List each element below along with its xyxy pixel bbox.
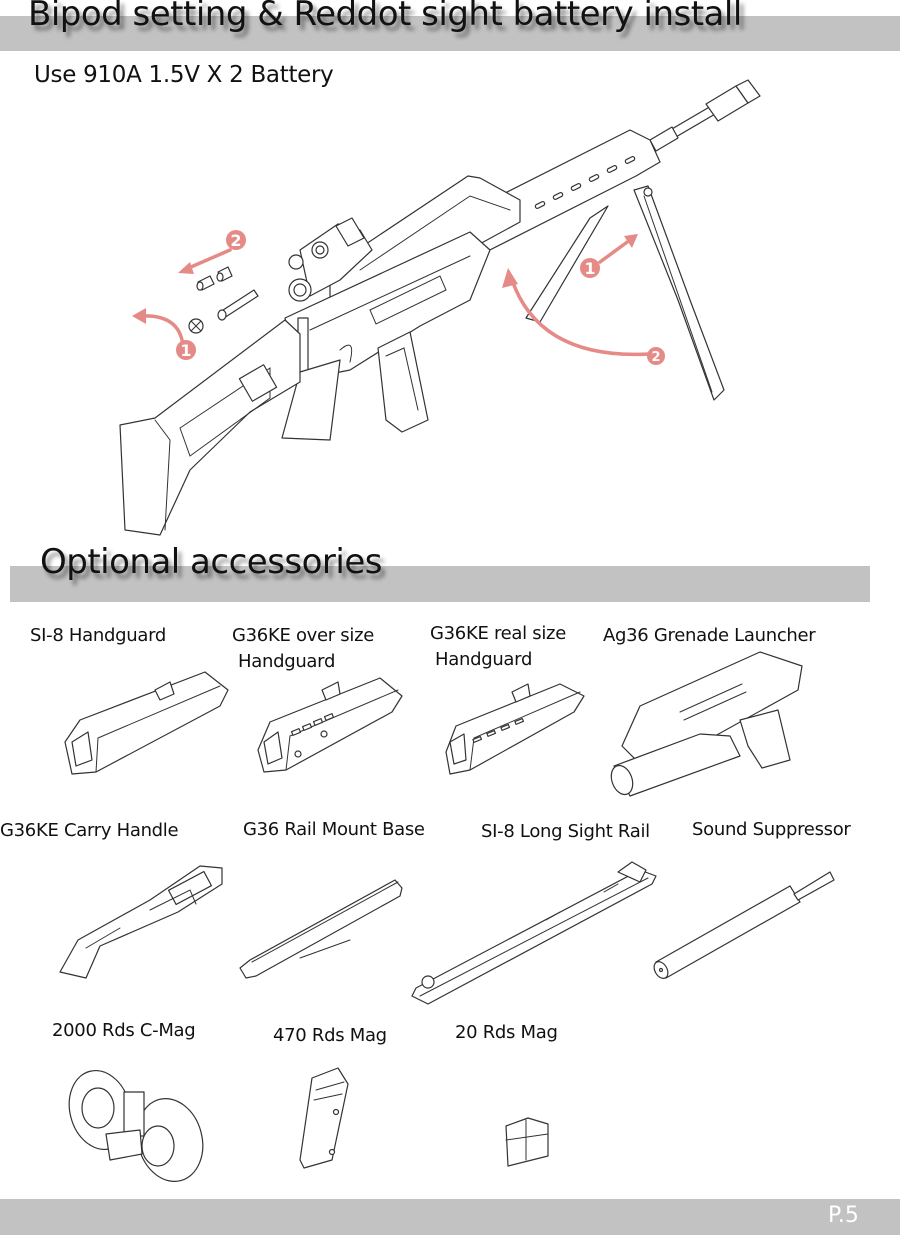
bipod-step-2-number: 2 xyxy=(651,350,660,365)
reddot-sight xyxy=(288,217,373,302)
battery-parts xyxy=(188,266,259,334)
header-banner xyxy=(0,16,900,51)
rail-mount-drawing xyxy=(239,879,403,979)
pistol-grip xyxy=(281,359,341,441)
page-number: P.5 xyxy=(828,1203,859,1228)
accessory-label-suppressor: Sound Suppressor xyxy=(692,819,851,840)
accessory-label-ag36: Ag36 Grenade Launcher xyxy=(603,625,816,646)
bipod-step-2-badge: 2 xyxy=(647,347,665,365)
accessory-label-g36ke-oversize-1: G36KE over size xyxy=(232,625,375,646)
bipod-arrow-2 xyxy=(502,268,652,357)
long-sight-rail-drawing xyxy=(411,861,657,1005)
accessories-banner xyxy=(10,566,870,602)
sight-step-1-number: 1 xyxy=(180,341,191,360)
g36ke-realsize-handguard-drawing xyxy=(445,683,585,775)
bipod xyxy=(525,185,725,401)
accessory-label-g36ke-realsize-2: Handguard xyxy=(435,649,533,670)
suppressor-drawing xyxy=(653,871,835,979)
accessory-label-cmag: 2000 Rds C-Mag xyxy=(52,1020,196,1041)
sight-step-2-badge: 2 xyxy=(226,230,246,250)
sight-arrow-2 xyxy=(178,248,232,274)
accessory-label-rail-mount: G36 Rail Mount Base xyxy=(243,819,425,840)
barrel xyxy=(635,79,761,159)
sight-arrow-1 xyxy=(132,308,184,342)
footer-banner xyxy=(0,1199,900,1235)
20-mag-drawing xyxy=(505,1117,549,1167)
sight-step-1-badge: 1 xyxy=(176,340,196,360)
rifle-illustration: 2 1 1 2 xyxy=(119,79,761,536)
accessory-label-g36ke-oversize-2: Handguard xyxy=(238,651,336,672)
si8-handguard-drawing xyxy=(64,671,229,775)
ag36-drawing xyxy=(610,651,803,797)
handguard-slots xyxy=(534,156,636,209)
carry-handle-drawing xyxy=(59,865,223,979)
g36ke-oversize-handguard-drawing xyxy=(257,677,403,773)
accessory-label-carry-handle: G36KE Carry Handle xyxy=(0,820,179,841)
section-title-bipod: Bipod setting & Reddot sight battery ins… xyxy=(28,0,742,34)
accessory-label-si8-handguard: SI-8 Handguard xyxy=(30,625,166,646)
accessory-label-20-mag: 20 Rds Mag xyxy=(455,1022,558,1043)
bipod-step-1-badge: 1 xyxy=(580,258,600,278)
battery-subtitle: Use 910A 1.5V X 2 Battery xyxy=(34,62,334,88)
bipod-arrow-1 xyxy=(598,234,638,264)
magazine xyxy=(377,331,429,433)
470-mag-drawing xyxy=(299,1067,349,1169)
accessory-label-470-mag: 470 Rds Mag xyxy=(273,1025,387,1046)
bipod-step-1-number: 1 xyxy=(584,259,595,278)
accessory-label-g36ke-realsize-1: G36KE real size xyxy=(430,623,566,644)
accessory-label-long-sight-rail: SI-8 Long Sight Rail xyxy=(481,821,650,842)
section-title-accessories: Optional accessories xyxy=(40,542,383,582)
sight-step-2-number: 2 xyxy=(230,231,241,250)
cmag-drawing xyxy=(68,1069,204,1183)
